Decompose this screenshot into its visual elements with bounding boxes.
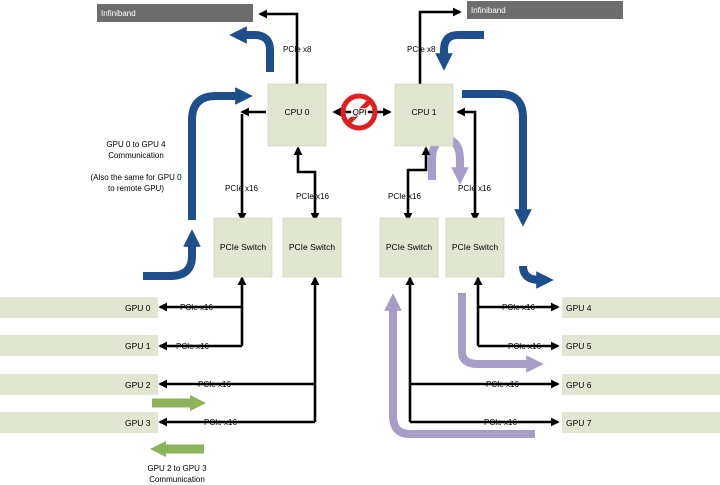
- infiniband-left: Infiniband: [97, 4, 253, 22]
- annotation-gpu2-gpu3: GPU 2 to GPU 3 Communication: [147, 464, 207, 484]
- link-label-cpu1-s2: PCIe x16: [388, 192, 421, 201]
- svg-text:to remote GPU): to remote GPU): [108, 184, 164, 193]
- pcie-switch-1: PCIe Switch: [282, 217, 342, 278]
- link-label-gpu4: PCIe x16: [502, 303, 535, 312]
- svg-text:PCIe Switch: PCIe Switch: [386, 242, 433, 252]
- svg-text:GPU 5: GPU 5: [566, 341, 592, 351]
- svg-text:Infiniband: Infiniband: [471, 6, 506, 15]
- qpi-disabled-icon: QPI: [340, 93, 378, 131]
- pcie-switch-3: PCIe Switch: [445, 217, 505, 278]
- link-label-gpu6: PCIe x16: [486, 380, 519, 389]
- svg-text:GPU 0 to GPU 4: GPU 0 to GPU 4: [106, 140, 166, 149]
- svg-text:Communication: Communication: [149, 475, 205, 484]
- gpu2-to-gpu3-flow: [150, 395, 206, 457]
- annotation-gpu0-gpu4: GPU 0 to GPU 4 Communication (Also the s…: [90, 140, 182, 193]
- svg-text:GPU 6: GPU 6: [566, 380, 592, 390]
- gpu4-to-gpu5-flow: [458, 293, 544, 373]
- svg-text:PCIe Switch: PCIe Switch: [289, 242, 336, 252]
- gpu-4: GPU 4: [562, 297, 720, 318]
- svg-text:GPU 2 to GPU 3: GPU 2 to GPU 3: [147, 464, 207, 473]
- gpu-1: GPU 1: [0, 335, 158, 356]
- svg-text:GPU 0: GPU 0: [125, 303, 151, 313]
- svg-text:GPU 3: GPU 3: [125, 418, 151, 428]
- link-label-gpu1: PCIe x16: [176, 342, 209, 351]
- svg-text:CPU 1: CPU 1: [411, 107, 436, 117]
- cpu1-box: CPU 1: [394, 83, 454, 147]
- svg-text:GPU 1: GPU 1: [125, 341, 151, 351]
- infiniband-right: Infiniband: [467, 1, 623, 19]
- link-label-gpu5: PCIe x16: [508, 342, 541, 351]
- link-label-gpu0: PCIe x16: [180, 303, 213, 312]
- link-labels: PCIe x8 PCIe x8 PCIe x16 PCIe x16 PCIe x…: [176, 45, 541, 427]
- gpu-5: GPU 5: [562, 335, 720, 356]
- link-label-cpu0-s1: PCIe x16: [296, 192, 329, 201]
- gpu0-to-gpu4-flow: [143, 26, 554, 289]
- svg-text:PCIe Switch: PCIe Switch: [220, 242, 267, 252]
- gpu-7: GPU 7: [562, 412, 720, 433]
- link-label-ib-left: PCIe x8: [283, 45, 312, 54]
- gpu-6: GPU 6: [562, 374, 720, 395]
- svg-text:Infiniband: Infiniband: [101, 9, 136, 18]
- link-label-ib-right: PCIe x8: [407, 45, 436, 54]
- svg-text:Communication: Communication: [108, 151, 164, 160]
- link-label-gpu7: PCIe x16: [484, 418, 517, 427]
- gpu-2: GPU 2: [0, 374, 158, 395]
- link-label-gpu2: PCIe x16: [198, 380, 231, 389]
- link-label-cpu1-s3: PCIe x16: [458, 184, 491, 193]
- svg-text:GPU 2: GPU 2: [125, 380, 151, 390]
- svg-text:PCIe Switch: PCIe Switch: [452, 242, 499, 252]
- link-label-gpu3: PCIe x16: [204, 418, 237, 427]
- pcie-switch-2: PCIe Switch: [379, 217, 439, 278]
- svg-text:CPU 0: CPU 0: [284, 107, 309, 117]
- svg-text:(Also the same for GPU 0: (Also the same for GPU 0: [90, 173, 182, 182]
- gpu-0: GPU 0: [0, 297, 158, 318]
- svg-text:GPU 7: GPU 7: [566, 418, 592, 428]
- gpu-3: GPU 3: [0, 412, 158, 433]
- link-lines: [158, 7, 560, 427]
- qpi-label: QPI: [353, 108, 367, 117]
- svg-text:GPU 4: GPU 4: [566, 303, 592, 313]
- cpu0-box: CPU 0: [267, 83, 327, 147]
- link-label-cpu0-s0: PCIe x16: [225, 184, 258, 193]
- pcie-switch-0: PCIe Switch: [213, 217, 273, 278]
